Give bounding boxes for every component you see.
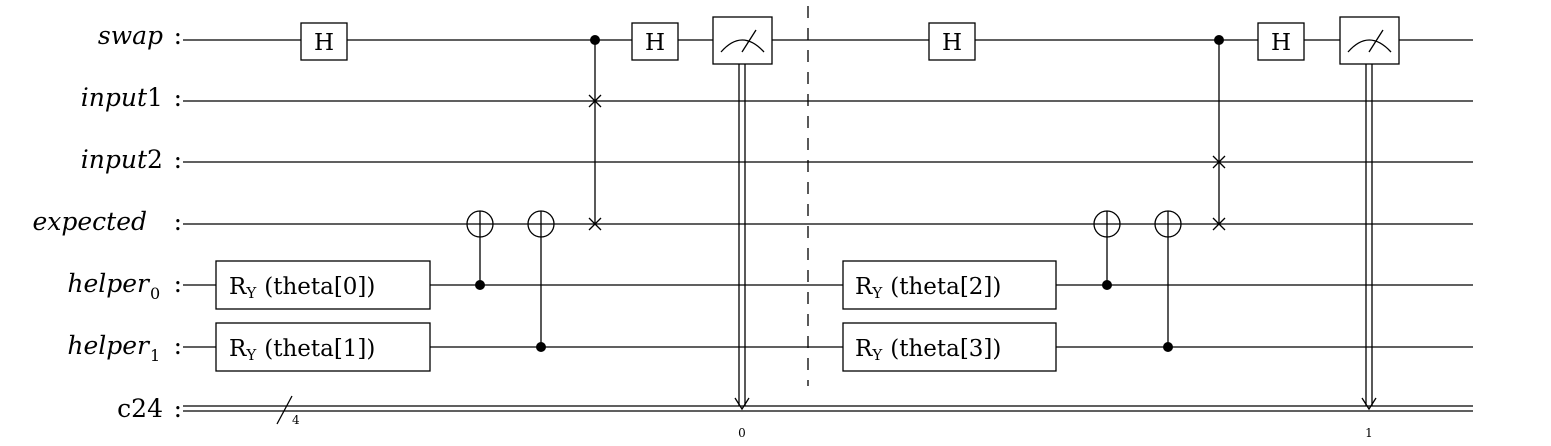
svg-text:H: H bbox=[645, 30, 665, 56]
ry-gate: RY(theta[2]) bbox=[842, 260, 1057, 310]
h-gate: H bbox=[631, 22, 679, 61]
measure-index: 1 bbox=[1365, 426, 1373, 440]
meter-icon bbox=[720, 39, 765, 53]
cnot-gate bbox=[527, 210, 555, 352]
classical-wire: 4 bbox=[183, 395, 1473, 427]
swap-cross bbox=[1212, 217, 1226, 231]
svg-text:H: H bbox=[1271, 30, 1291, 56]
controlled-swap bbox=[588, 35, 602, 231]
svg-text:RY(theta[3]): RY(theta[3]) bbox=[855, 336, 1001, 364]
control-dot bbox=[475, 280, 485, 290]
qubit-label-input1-name: input bbox=[81, 83, 148, 112]
separator-input2: : bbox=[174, 145, 182, 174]
meter-icon bbox=[1347, 39, 1392, 53]
qubit-label-input2-name: input bbox=[81, 145, 148, 174]
bus-width-label: 4 bbox=[292, 413, 300, 427]
h-gate: H bbox=[1257, 22, 1305, 61]
control-dot bbox=[1214, 35, 1224, 45]
separator-input1: : bbox=[174, 83, 182, 112]
svg-text:H: H bbox=[314, 30, 334, 56]
ry-gate: RY(theta[0]) bbox=[215, 260, 431, 310]
measure-arrow bbox=[734, 397, 750, 411]
qubit-label-helper0: helper bbox=[67, 269, 151, 298]
h-gate: H bbox=[928, 22, 976, 61]
qubit-label-expected: expected bbox=[32, 207, 147, 236]
separator-helper0: : bbox=[174, 269, 182, 298]
control-dot bbox=[1163, 342, 1173, 352]
cnot-gate bbox=[466, 210, 494, 290]
ry-gate: RY(theta[3]) bbox=[842, 322, 1057, 372]
h-gate: H bbox=[300, 22, 348, 61]
classical-register-label: c24 bbox=[117, 394, 163, 423]
qubit-label-input2-digit: 2 bbox=[147, 145, 163, 174]
svg-text:H: H bbox=[942, 30, 962, 56]
qubit-label-swap: swap bbox=[98, 21, 163, 50]
control-dot bbox=[536, 342, 546, 352]
control-dot bbox=[590, 35, 600, 45]
measurement: 1 bbox=[1339, 16, 1400, 440]
svg-text:RY(theta[0]): RY(theta[0]) bbox=[229, 274, 375, 302]
swap-cross bbox=[588, 94, 602, 108]
measure-index: 0 bbox=[738, 426, 746, 440]
register-labels: swap : input 1 : input 2 : expected : he… bbox=[32, 21, 182, 423]
measure-arrow bbox=[1361, 397, 1377, 411]
qubit-label-helper0-sub: 0 bbox=[150, 284, 160, 303]
separator-expected: : bbox=[174, 207, 182, 236]
control-dot bbox=[1102, 280, 1112, 290]
ry-gate: RY(theta[1]) bbox=[215, 322, 431, 372]
bus-slash bbox=[276, 395, 293, 425]
controlled-swap bbox=[1212, 35, 1226, 231]
swap-cross bbox=[1212, 155, 1226, 169]
qubit-label-helper1-sub: 1 bbox=[150, 346, 160, 365]
svg-text:RY(theta[1]): RY(theta[1]) bbox=[229, 336, 375, 364]
separator-swap: : bbox=[174, 21, 182, 50]
cnot-gate bbox=[1093, 210, 1121, 290]
separator-classical: : bbox=[174, 394, 182, 423]
swap-cross bbox=[588, 217, 602, 231]
qubit-label-input1-digit: 1 bbox=[147, 83, 163, 112]
cnot-gate bbox=[1154, 210, 1182, 352]
separator-helper1: : bbox=[174, 331, 182, 360]
svg-text:RY(theta[2]): RY(theta[2]) bbox=[855, 274, 1001, 302]
measurement: 0 bbox=[712, 16, 773, 440]
qubit-label-helper1: helper bbox=[67, 331, 151, 360]
